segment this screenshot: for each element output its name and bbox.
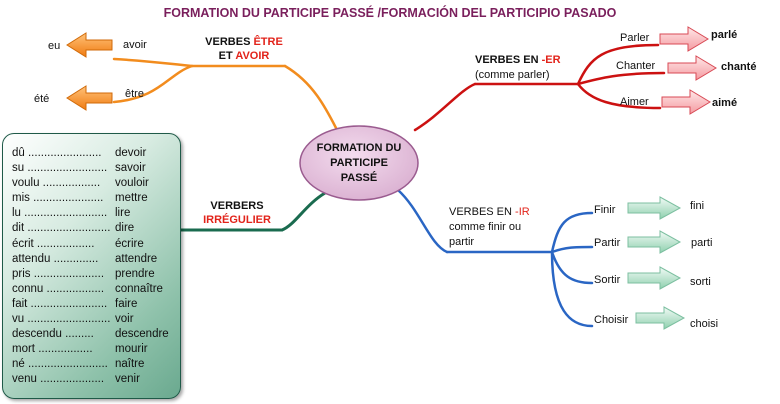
er-branch (413, 43, 666, 132)
center-node-line1: FORMATION DU (317, 142, 402, 154)
verb-etre: être (125, 88, 144, 100)
ir-sublabel-line2: partir (449, 236, 474, 248)
page-title: FORMATION DU PARTICIPE PASSÉ /FORMACIÓN … (164, 5, 617, 20)
irregular-branch (178, 191, 327, 232)
irregular-participle: venu .................... (12, 373, 105, 386)
arrow-right-icon-finir (627, 196, 682, 220)
center-node (299, 125, 419, 201)
irregular-infinitive: lire (115, 207, 131, 220)
list-item: attendu .............. attendre (12, 252, 177, 267)
ir-label-line1: VERBES EN -IR (449, 206, 530, 218)
arrow-right-icon-aimer (661, 89, 711, 115)
irregular-infinitive: prendre (115, 267, 155, 280)
irregular-infinitive: faire (115, 297, 138, 310)
list-item: mis ...................... mettre (12, 191, 177, 206)
verb-avoir: avoir (123, 39, 147, 51)
verb-finir: Finir (594, 204, 616, 216)
ir-branch (396, 188, 594, 328)
irregular-participle: né ......................... (12, 358, 108, 371)
list-item: mort ................. mourir (12, 342, 177, 357)
list-item: voulu .................. vouloir (12, 176, 177, 191)
verb-sortir: Sortir (594, 274, 621, 286)
participle-chante: chanté (721, 61, 756, 73)
etre-avoir-label-line2: ET AVOIR (219, 50, 270, 62)
participle-parti: parti (691, 237, 712, 249)
irregular-infinitive: écrire (115, 237, 144, 250)
participle-ete: été (34, 93, 49, 105)
verb-parler: Parler (620, 32, 650, 44)
participle-sorti: sorti (690, 276, 711, 288)
list-item: fait ........................ faire (12, 297, 177, 312)
irregular-participle: écrit .................. (12, 237, 95, 250)
irregular-infinitive: mourir (115, 343, 148, 356)
irregular-participle: lu .......................... (12, 207, 108, 220)
irregular-participle: voulu .................. (12, 177, 101, 190)
irregular-participle: dû ....................... (12, 147, 102, 159)
irregular-infinitive: vouloir (115, 177, 149, 190)
irregular-verbs-box (2, 133, 181, 399)
irregular-participle: vu .......................... (12, 313, 111, 326)
list-item: su ......................... savoir (12, 161, 177, 176)
irregular-participle: dit .......................... (12, 222, 111, 235)
arrow-right-icon-chanter (667, 55, 717, 81)
irregular-participle: descendu ......... (12, 328, 94, 341)
irregular-infinitive: naître (115, 358, 145, 371)
list-item: vu .......................... voir (12, 312, 177, 327)
irregular-infinitive: descendre (115, 328, 169, 341)
arrow-right-icon-sortir (627, 266, 682, 290)
participle-parle: parlé (711, 29, 737, 41)
irregular-infinitive: mettre (115, 192, 148, 205)
irregular-participle: pris ...................... (12, 267, 105, 280)
irregular-infinitive: savoir (115, 162, 146, 175)
irregular-participle: attendu .............. (12, 252, 99, 265)
irregular-verbs-list: dû ....................... devoir su ....… (12, 146, 177, 388)
er-label-line1: VERBES EN -ER (475, 54, 561, 66)
irregular-infinitive: connaître (115, 282, 163, 295)
arrow-left-icon-etre (66, 85, 113, 111)
irregular-participle: mort ................. (12, 343, 93, 356)
irregular-label-line1: VERBERS (210, 200, 263, 212)
list-item: venu .................... venir (12, 372, 177, 387)
etre-avoir-branch (112, 57, 344, 142)
irregular-infinitive: voir (115, 313, 134, 326)
center-node-line2: PARTICIPE (330, 157, 388, 169)
list-item: dit .......................... dire (12, 221, 177, 236)
list-item: lu .......................... lire (12, 206, 177, 221)
list-item: pris ...................... prendre (12, 267, 177, 282)
participle-fini: fini (690, 200, 704, 212)
list-item: dû ....................... devoir (12, 146, 177, 161)
er-sublabel: (comme parler) (475, 69, 550, 81)
list-item: écrit .................. écrire (12, 237, 177, 252)
irregular-participle: mis ...................... (12, 192, 104, 205)
irregular-infinitive: devoir (115, 147, 147, 159)
irregular-participle: su ......................... (12, 162, 108, 175)
list-item: né ......................... naître (12, 357, 177, 372)
participle-choisi: choisi (690, 318, 718, 330)
arrow-right-icon-choisir (635, 306, 686, 330)
list-item: connu .................. connaître (12, 282, 177, 297)
etre-avoir-label-line1: VERBES ÊTRE (205, 35, 283, 48)
irregular-infinitive: venir (115, 373, 140, 386)
irregular-participle: fait ........................ (12, 297, 108, 310)
irregular-label-line2: IRRÉGULIER (203, 213, 271, 226)
list-item: descendu ......... descendre (12, 327, 177, 342)
verb-choisir: Choisir (594, 314, 629, 326)
irregular-participle: connu .................. (12, 282, 105, 295)
participle-eu: eu (48, 40, 60, 52)
ir-sublabel-line1: comme finir ou (449, 221, 521, 233)
arrow-right-icon-parler (659, 26, 709, 52)
irregular-infinitive: attendre (115, 252, 158, 265)
verb-chanter: Chanter (616, 60, 655, 72)
irregular-infinitive: dire (115, 222, 135, 235)
verb-aimer: Aimer (620, 96, 649, 108)
arrow-right-icon-partir (627, 230, 682, 254)
verb-partir: Partir (594, 237, 621, 249)
participle-aime: aimé (712, 97, 737, 109)
center-node-line3: PASSÉ (341, 171, 377, 184)
arrow-left-icon-avoir (66, 32, 113, 58)
